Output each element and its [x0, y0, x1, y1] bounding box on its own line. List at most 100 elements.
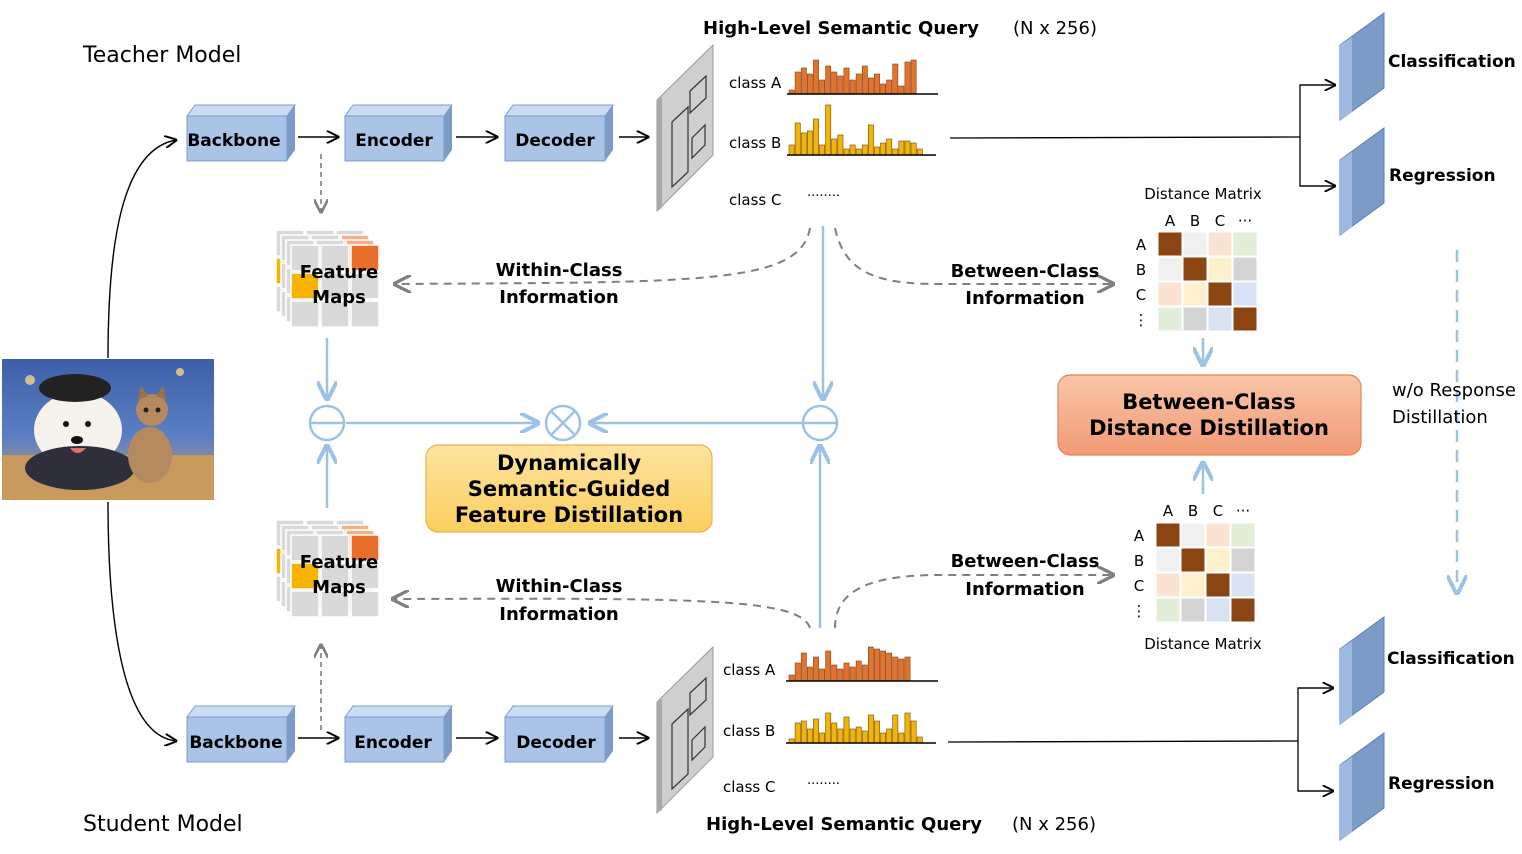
- teacher-within-class-label-2: Information: [499, 287, 618, 308]
- teacher-feature-maps-label-2: Maps: [312, 287, 366, 308]
- teacher-matrix-cell: [1182, 256, 1208, 282]
- teacher-encoder-label: Encoder: [355, 131, 433, 151]
- teacher-between-class-label-1: Between-Class: [951, 261, 1100, 282]
- teacher-class-b-histogram: [788, 104, 923, 156]
- student-class-b-label: class B: [723, 722, 775, 740]
- teacher-b-bar: [825, 104, 832, 156]
- teacher-b-bar: [898, 140, 905, 156]
- student-a-bar: [855, 660, 862, 682]
- dsg-line-2: Semantic-Guided: [468, 477, 670, 501]
- student-class-a-histogram: [788, 646, 911, 682]
- feature-map-cell: [320, 562, 350, 590]
- student-a-bar: [806, 666, 813, 682]
- student-matrix-cell: [1205, 597, 1231, 623]
- teacher-a-bar: [874, 73, 880, 95]
- teacher-a-bar: [806, 73, 813, 95]
- student-model-title: Student Model: [83, 812, 243, 837]
- student-b-bar: [825, 712, 832, 744]
- student-b-bar: [794, 722, 801, 744]
- teacher-backbone-label: Backbone: [187, 131, 280, 151]
- student-classification-head: Classification: [1339, 616, 1515, 725]
- query-subtract-operator-right: [801, 404, 839, 442]
- student-matrix-cell: [1155, 547, 1181, 573]
- feature-map-cell: [290, 300, 320, 328]
- feature-map-cell: [290, 534, 320, 562]
- teacher-matrix-row-label: B: [1136, 261, 1146, 279]
- student-within-class-label-1: Within-Class: [496, 576, 623, 597]
- student-matrix-row-label: B: [1134, 552, 1144, 570]
- wo-response-label-2: Distillation: [1392, 407, 1488, 428]
- teacher-matrix-cell: [1182, 231, 1208, 257]
- teacher-matrix-cell: [1182, 281, 1208, 307]
- feature-map-cell: [290, 590, 320, 618]
- teacher-a-bar: [855, 73, 862, 95]
- feature-map-cell: [350, 244, 380, 272]
- teacher-b-bar: [874, 146, 880, 156]
- between-class-distance-distillation-box: Between-Class Distance Distillation: [1057, 374, 1362, 456]
- teacher-regression-head: Regression: [1339, 127, 1496, 236]
- teacher-model-title: Teacher Model: [82, 43, 241, 68]
- teacher-matrix-cell: [1157, 281, 1183, 307]
- feature-map-cell: [320, 534, 350, 562]
- student-b-bar: [819, 732, 825, 744]
- student-matrix-cell: [1180, 572, 1206, 598]
- student-matrix-row-label: ⋮: [1132, 602, 1147, 620]
- teacher-a-bar: [837, 75, 844, 95]
- student-matrix-cell: [1230, 572, 1256, 598]
- image-to-student-arrow: [107, 501, 176, 741]
- student-regression-head: Regression: [1339, 732, 1495, 841]
- teacher-matrix-cell: [1232, 256, 1258, 282]
- teacher-a-bar: [904, 61, 911, 95]
- feature-map-cell: [320, 244, 350, 272]
- student-regression-label: Regression: [1388, 774, 1495, 794]
- feature-map-cell: [320, 272, 350, 300]
- student-b-bar: [898, 732, 905, 744]
- feature-subtract-operator-left: [308, 404, 346, 442]
- teacher-a-bar: [843, 67, 850, 95]
- student-query-title: High-Level Semantic Query: [706, 814, 982, 835]
- student-b-bar: [861, 730, 868, 744]
- teacher-a-bar: [849, 79, 856, 95]
- student-within-class-arrow: [393, 599, 811, 629]
- teacher-matrix-cell: [1182, 306, 1208, 332]
- teacher-query-panel: [656, 43, 714, 213]
- teacher-within-class-arrow: [395, 227, 811, 284]
- student-matrix-cell: [1180, 522, 1206, 548]
- teacher-regression-label: Regression: [1389, 166, 1496, 186]
- student-within-class-label-2: Information: [499, 604, 618, 625]
- student-b-bar: [837, 728, 844, 744]
- student-matrix-cell: [1205, 522, 1231, 548]
- student-decoder-block: Decoder: [504, 705, 614, 763]
- student-a-bar: [849, 666, 856, 682]
- student-matrix-col-label: C: [1213, 502, 1223, 520]
- teacher-matrix-cell: [1207, 281, 1233, 307]
- student-matrix-cell: [1230, 522, 1256, 548]
- feature-map-cell: [290, 562, 320, 590]
- student-matrix-cell: [1230, 547, 1256, 573]
- student-class-b-histogram: [788, 712, 923, 744]
- teacher-matrix-col-label: A: [1165, 212, 1176, 230]
- student-a-bar: [794, 662, 801, 682]
- teacher-b-bar: [806, 130, 813, 156]
- teacher-backbone-block: Backbone: [186, 104, 296, 162]
- teacher-a-bar: [892, 63, 899, 95]
- bcd-line-2: Distance Distillation: [1089, 416, 1329, 440]
- student-a-bar: [837, 668, 844, 682]
- teacher-matrix-cell: [1157, 306, 1183, 332]
- teacher-b-bar: [819, 144, 825, 156]
- student-b-bar: [880, 732, 886, 744]
- student-b-bar: [874, 720, 880, 744]
- student-b-bar: [813, 718, 819, 744]
- teacher-b-bar: [892, 148, 899, 156]
- student-a-bar: [874, 648, 880, 682]
- teacher-query-dim: (N x 256): [1013, 18, 1097, 39]
- student-decoder-label: Decoder: [516, 733, 596, 753]
- teacher-b-bar: [849, 144, 856, 156]
- teacher-a-bar: [831, 71, 838, 95]
- teacher-b-bar: [916, 148, 923, 156]
- student-matrix-cell: [1180, 597, 1206, 623]
- teacher-matrix-row-label: A: [1136, 236, 1147, 254]
- feature-map-cell: [350, 590, 380, 618]
- student-matrix-row-label: C: [1134, 577, 1144, 595]
